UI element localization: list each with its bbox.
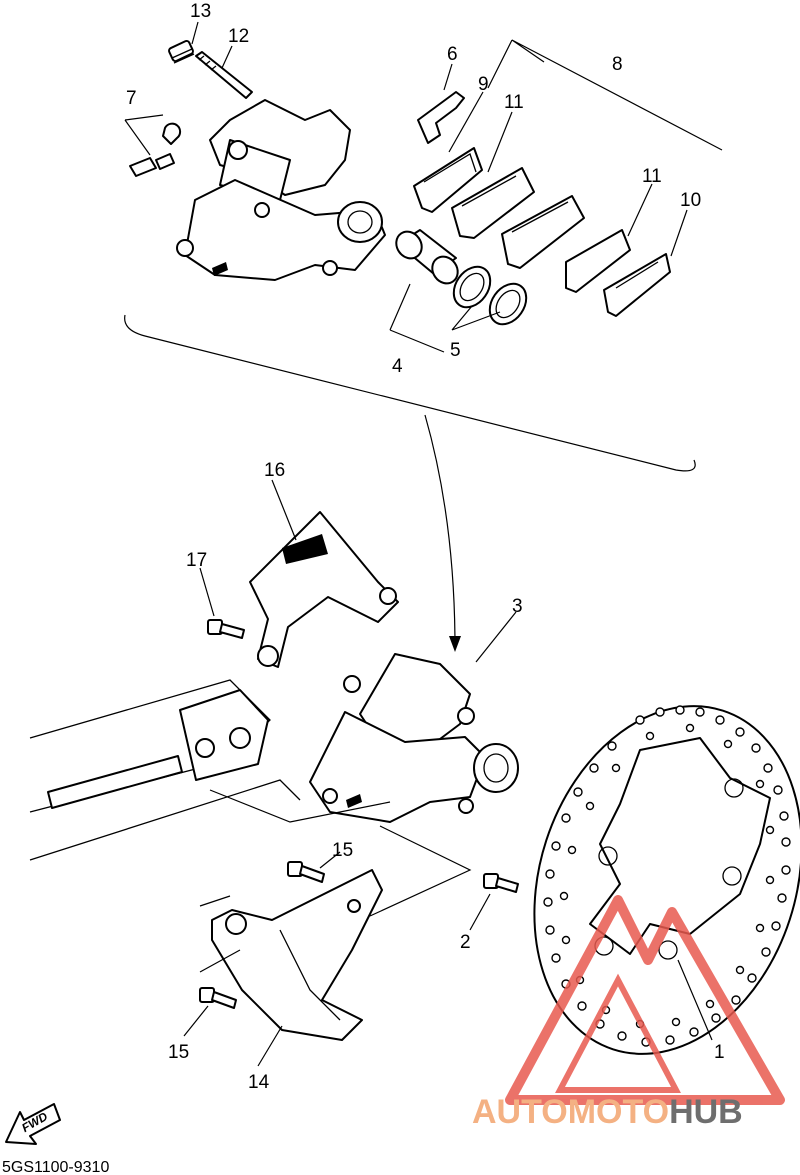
callout-1: 1 xyxy=(714,1042,725,1063)
piston-seals xyxy=(452,265,528,326)
callouts: 13 12 7 6 8 9 11 11 10 4 5 16 17 3 15 2 … xyxy=(126,1,725,1093)
bleed-cap xyxy=(168,39,195,64)
callout-14: 14 xyxy=(248,1072,270,1093)
disc-guard xyxy=(211,869,383,1041)
callout-15-upper: 15 xyxy=(332,840,353,861)
callout-6: 6 xyxy=(447,44,458,65)
assembly-arrow xyxy=(424,414,456,649)
callout-16: 16 xyxy=(264,460,285,481)
swingarm xyxy=(29,679,301,861)
piston xyxy=(395,229,459,285)
bolt-2 xyxy=(483,873,519,893)
watermark-text-secondary: HUB xyxy=(669,1093,743,1131)
bolt-17 xyxy=(207,619,245,639)
callout-11-lower: 11 xyxy=(642,166,662,187)
bolt-15-lower xyxy=(199,987,237,1009)
caliper-assembly xyxy=(309,653,519,823)
assembly-lines xyxy=(199,789,472,973)
callout-3: 3 xyxy=(512,596,523,617)
fwd-arrow: FWD xyxy=(5,1103,61,1145)
watermark-text: AUTOMOTOHUB xyxy=(472,1093,743,1131)
reference-code: 5GS1100-9310 xyxy=(2,1159,109,1175)
callout-2: 2 xyxy=(460,932,471,953)
brake-disc xyxy=(533,705,800,1055)
callout-13: 13 xyxy=(190,1,211,22)
watermark-inner-triangle xyxy=(555,973,681,1093)
callout-10: 10 xyxy=(680,190,701,211)
watermark-triangle xyxy=(505,895,785,1105)
watermark xyxy=(505,895,785,1105)
callout-5: 5 xyxy=(450,340,461,361)
group-bracket xyxy=(124,314,696,472)
brake-pads xyxy=(413,147,671,317)
leaders-bottom xyxy=(183,479,713,1067)
watermark-text-primary: AUTOMOTO xyxy=(472,1093,669,1131)
callout-12: 12 xyxy=(228,26,249,47)
callout-17: 17 xyxy=(186,550,207,571)
callout-8: 8 xyxy=(612,54,623,75)
callout-9: 9 xyxy=(478,74,489,95)
caliper-pin xyxy=(195,51,253,99)
callout-7: 7 xyxy=(126,88,137,109)
callout-15-lower: 15 xyxy=(168,1042,189,1063)
bolt-15-upper xyxy=(287,861,325,883)
assembly-arrow-head xyxy=(449,636,461,652)
callout-4: 4 xyxy=(392,356,403,377)
exploded-caliper-group xyxy=(124,21,723,652)
lower-assembly xyxy=(29,479,800,1067)
pad-spring xyxy=(417,91,465,144)
caliper-bracket xyxy=(249,511,399,668)
bleed-screw xyxy=(129,122,182,177)
caliper-body-exploded xyxy=(176,99,386,281)
callout-11-upper: 11 xyxy=(504,92,524,113)
leaders-top xyxy=(124,21,723,353)
